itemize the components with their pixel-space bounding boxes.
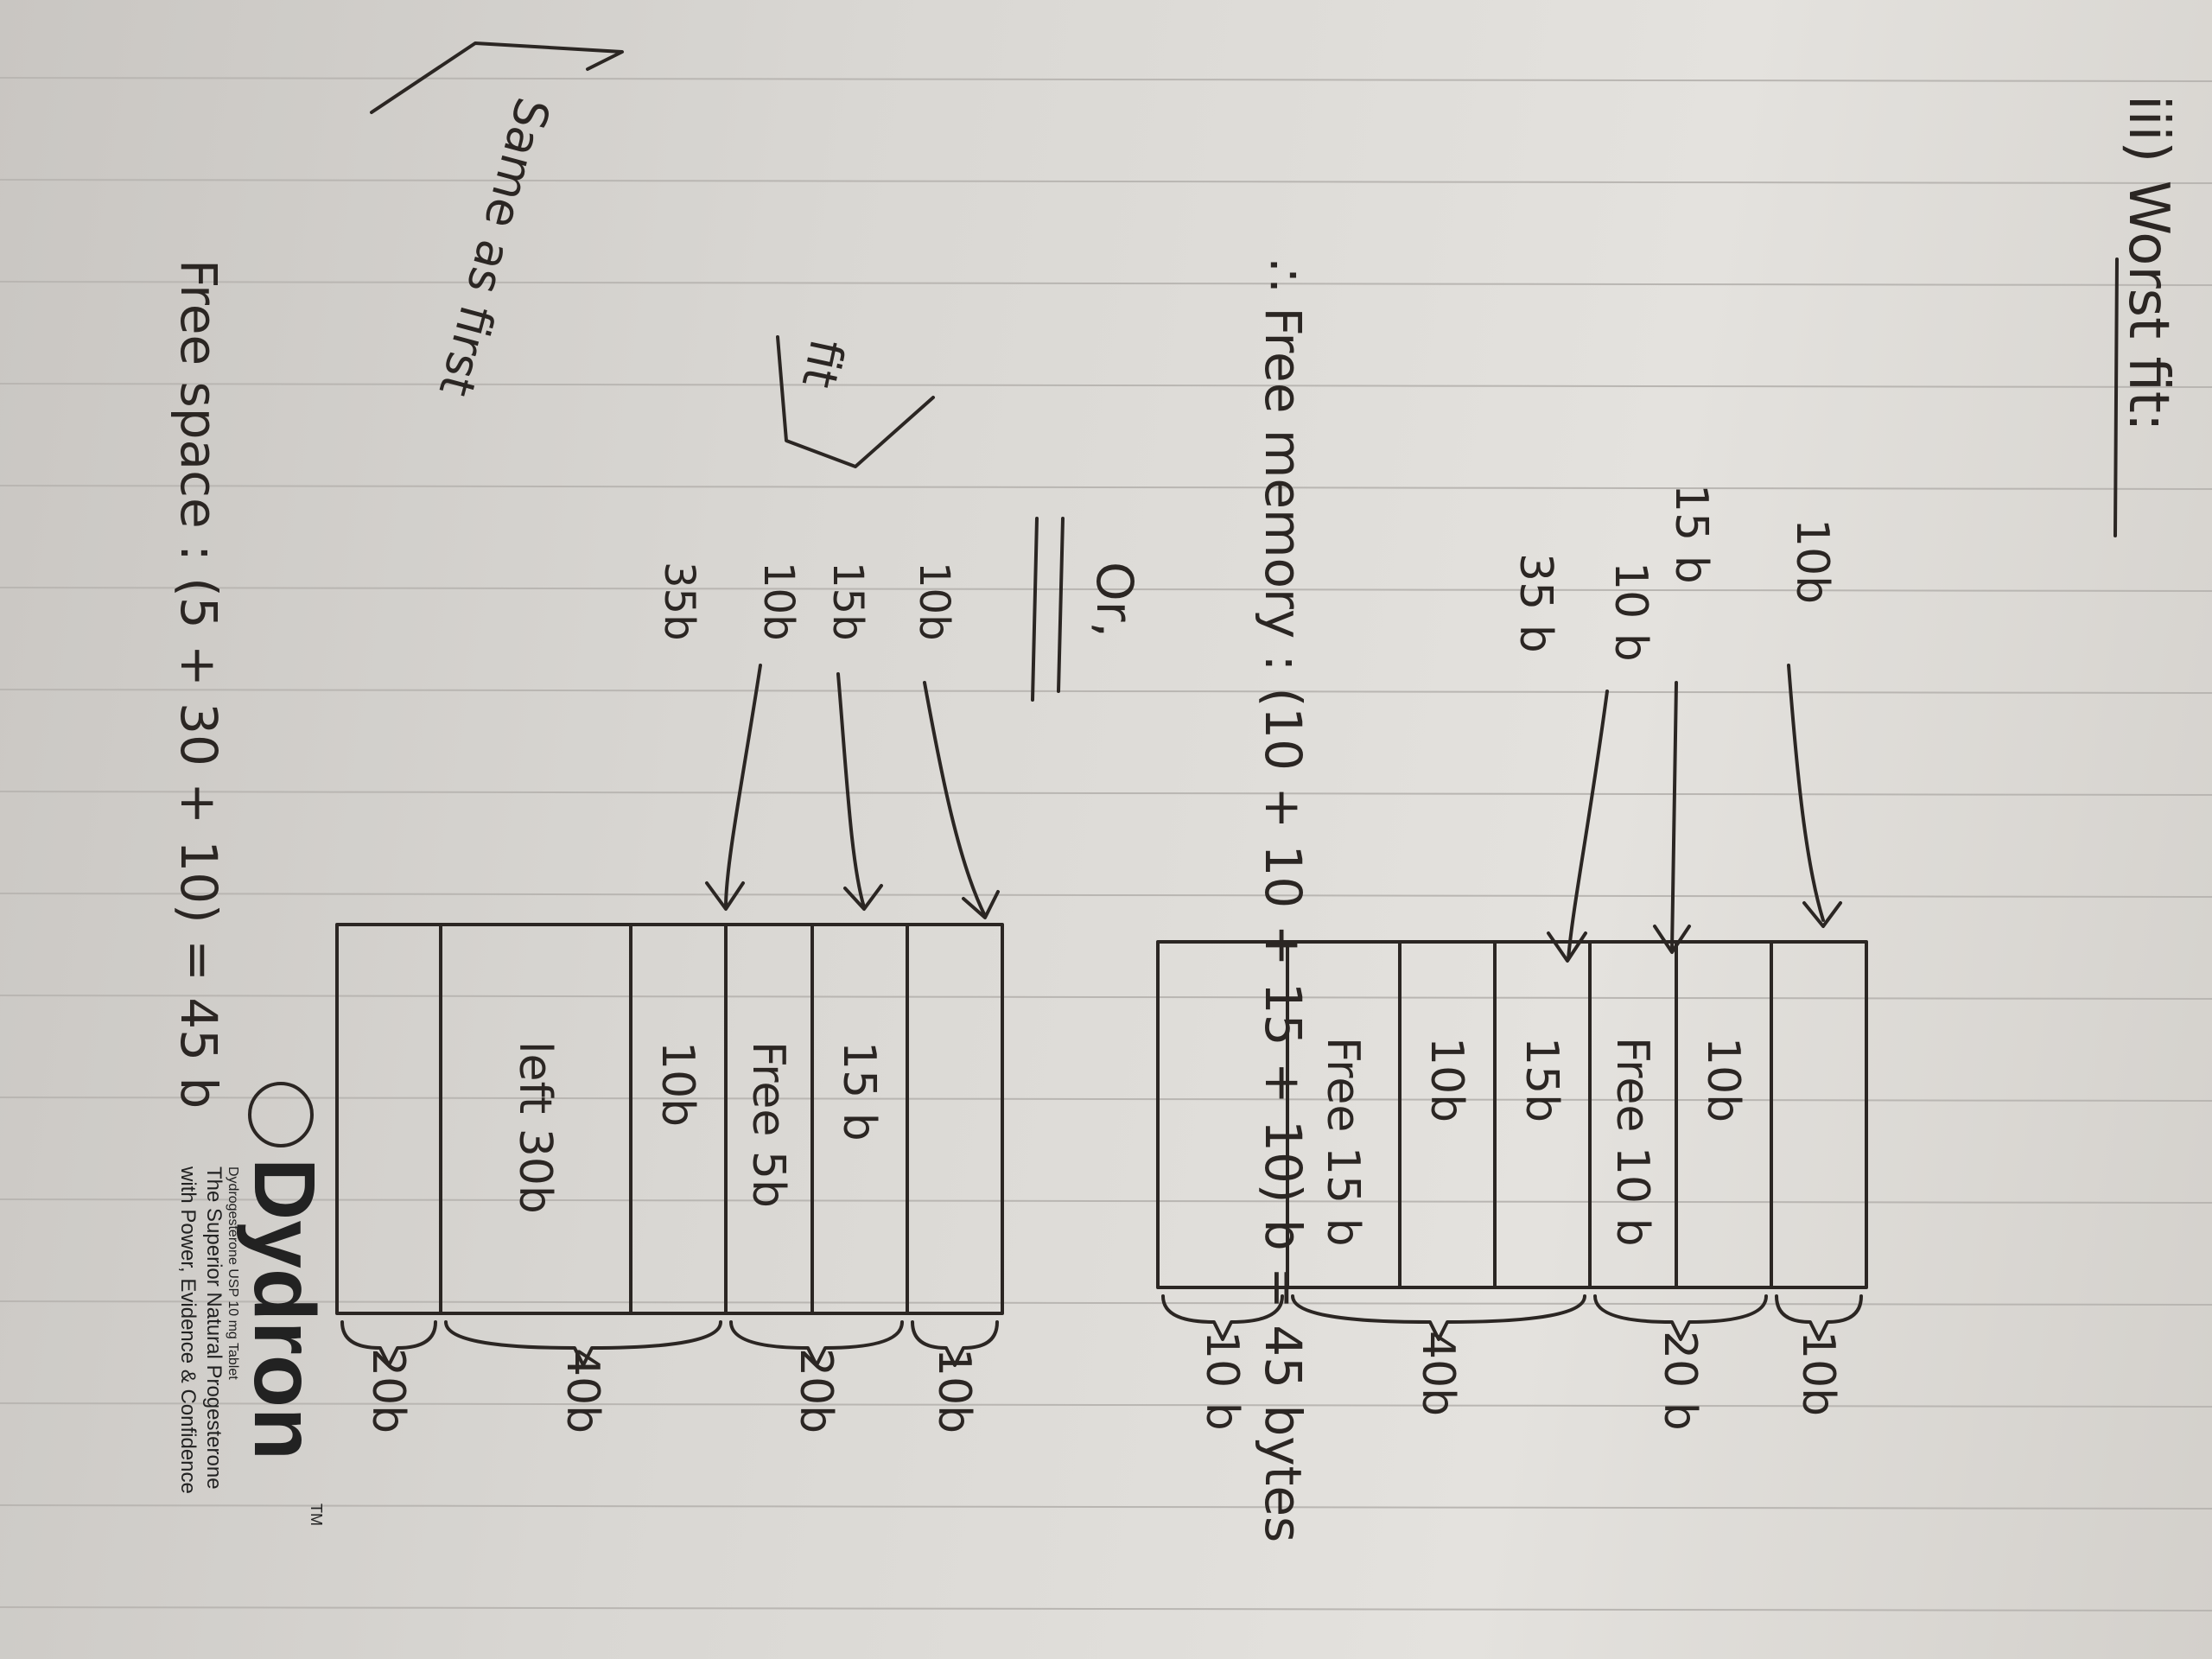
- bottom-process-label: 10b: [910, 562, 958, 641]
- ruled-line: [0, 77, 2212, 82]
- size-brace: [1775, 1294, 1863, 1341]
- size-brace: [1291, 1294, 1586, 1341]
- ruled-line: [0, 1198, 2212, 1204]
- bottom-process-label: 10b: [754, 562, 803, 641]
- memory-block-label: 10b: [652, 1041, 703, 1127]
- block-size-label: 10 b: [1196, 1331, 1248, 1431]
- bracket: [776, 335, 935, 468]
- bottom-diagram: 10b 15b 10b 35b 15 b Free 5b 10b left 30b 1…: [169, 41, 1004, 1433]
- arrow: [836, 672, 866, 909]
- ruled-line: [0, 179, 2212, 184]
- memory-block-label: 10b: [1697, 1037, 1749, 1122]
- memory-block: [1770, 940, 1868, 1289]
- section-title: iii) Worst fit:: [2116, 95, 2180, 431]
- brand-name: Dydron: [236, 1158, 333, 1460]
- ruled-line: [0, 1606, 2212, 1611]
- memory-block-label: 10b: [1421, 1037, 1472, 1122]
- ruled-line: [0, 383, 2212, 388]
- or-underline: [1031, 517, 1039, 702]
- size-brace: [729, 1320, 904, 1367]
- arrow: [962, 890, 1000, 919]
- brand-tm: TM: [308, 1503, 325, 1526]
- memory-block-label: left 30b: [509, 1041, 561, 1214]
- block-size-label: 20b: [362, 1348, 414, 1433]
- size-brace: [1161, 1294, 1284, 1341]
- ruled-line: [0, 689, 2212, 694]
- memory-block-label: Free 10 b: [1606, 1037, 1658, 1247]
- brand-tagline-1: The Superior Natural Progesterone: [202, 1166, 226, 1490]
- ruled-line: [0, 1402, 2212, 1408]
- memory-block-label: Free 5b: [742, 1041, 794, 1208]
- ruled-line: [0, 1096, 2212, 1102]
- arrow: [724, 664, 762, 909]
- arrow: [1567, 690, 1609, 961]
- bottom-result: Free space : (5 + 30 + 10) = 45 b: [169, 259, 228, 1109]
- top-block-sizes: 10b 20 b 40b 10 b: [1161, 1294, 1863, 1431]
- memory-block-label: 15 b: [833, 1041, 885, 1141]
- block-size-label: 20 b: [1654, 1331, 1706, 1431]
- size-brace: [1593, 1294, 1768, 1341]
- arrow: [1670, 681, 1678, 952]
- top-process-label: 10 b: [1605, 562, 1656, 662]
- bracket: [370, 41, 624, 114]
- memory-block: [1156, 940, 1289, 1289]
- or-label: Or,: [1085, 562, 1144, 638]
- ruled-line: [0, 995, 2212, 1000]
- bottom-process-label: 15b: [823, 562, 872, 641]
- block-size-label: 40b: [1412, 1331, 1464, 1416]
- block-size-label: 10b: [928, 1348, 980, 1433]
- arrow-head: [1653, 925, 1691, 954]
- ruled-line: [0, 1504, 2212, 1510]
- top-process-label: 35 b: [1510, 553, 1561, 653]
- bottom-block-sizes: 10b 20b 40b 20b: [340, 1320, 999, 1433]
- size-brace: [911, 1320, 999, 1367]
- bottom-process-label: 35b: [655, 562, 703, 641]
- ruled-line: [0, 587, 2212, 592]
- ruled-line: [0, 893, 2212, 898]
- memory-block-label: Free 15 b: [1317, 1037, 1369, 1247]
- brand-logo-icon: [248, 1082, 314, 1147]
- note-same: Same as first: [429, 92, 561, 403]
- arrow: [705, 881, 745, 911]
- bottom-memory-blocks: 15 b Free 5b 10b left 30b: [335, 923, 1004, 1315]
- top-process-label: 15 b: [1665, 484, 1717, 584]
- block-size-label: 20b: [790, 1348, 842, 1433]
- brand-mark: Dydron TM Dydrogesterone USP 10 mg Table…: [176, 1082, 333, 1526]
- brand-small-print: Dydrogesterone USP 10 mg Tablet: [226, 1166, 240, 1380]
- arrow: [923, 681, 987, 918]
- ruled-lines: [0, 77, 2212, 1611]
- ruled-line: [0, 791, 2212, 796]
- brand-tagline-2: with Power, Evidence & Confidence: [176, 1166, 200, 1494]
- arrow-head: [1802, 901, 1842, 928]
- note-fit: fit: [791, 334, 855, 392]
- block-size-label: 40b: [556, 1348, 608, 1433]
- block-size-label: 10b: [1792, 1331, 1844, 1416]
- top-result: ∴ Free memory : (10 + 10 + 15 + 10) b = …: [1254, 259, 1313, 1542]
- memory-block: [335, 923, 442, 1315]
- ruled-line: [0, 281, 2212, 286]
- arrow: [843, 884, 883, 911]
- ruled-line: [0, 1300, 2212, 1306]
- size-brace: [340, 1320, 437, 1367]
- size-brace: [444, 1320, 722, 1367]
- or-underline: [1057, 517, 1065, 693]
- title-underline: [2113, 257, 2119, 537]
- memory-block-label: 15b: [1516, 1037, 1567, 1122]
- top-process-label: 10b: [1786, 518, 1838, 604]
- arrow: [1787, 664, 1825, 922]
- ruled-line: [0, 485, 2212, 490]
- memory-block: [906, 923, 1004, 1315]
- top-memory-blocks: 10b Free 10 b 15b 10b Free 15 b: [1156, 940, 1868, 1289]
